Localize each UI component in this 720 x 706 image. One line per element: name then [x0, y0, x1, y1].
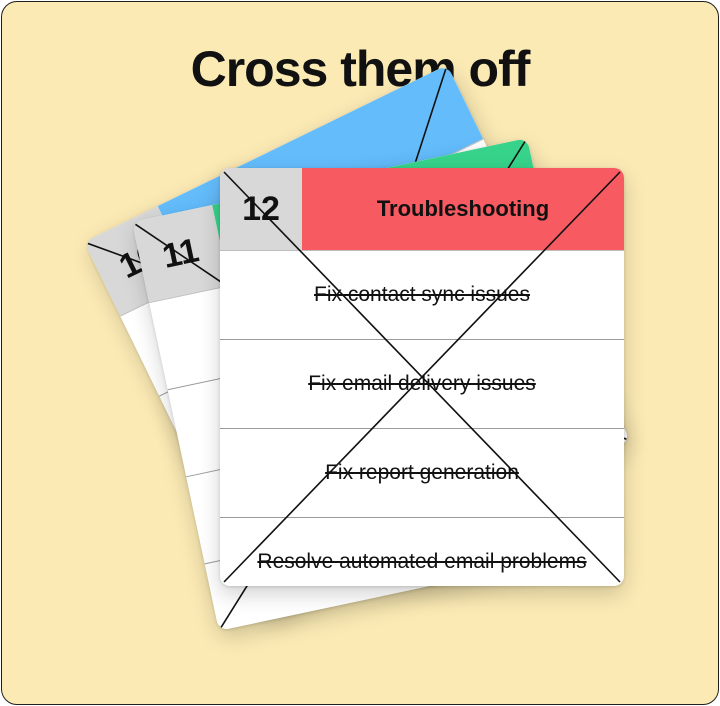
card-row: Fix email delivery issues: [220, 339, 624, 428]
page-title: Cross them off: [190, 41, 531, 97]
card-row: Fix report generation: [220, 428, 624, 517]
card-row: Fix contact sync issues: [220, 250, 624, 339]
card-header: Troubleshooting: [302, 168, 624, 250]
card-rows: Fix contact sync issues Fix email delive…: [220, 250, 624, 586]
task-card-12: 12 Troubleshooting Fix contact sync issu…: [220, 168, 624, 586]
card-number: 12: [220, 168, 302, 250]
card-row: Resolve automated email problems: [220, 517, 624, 586]
